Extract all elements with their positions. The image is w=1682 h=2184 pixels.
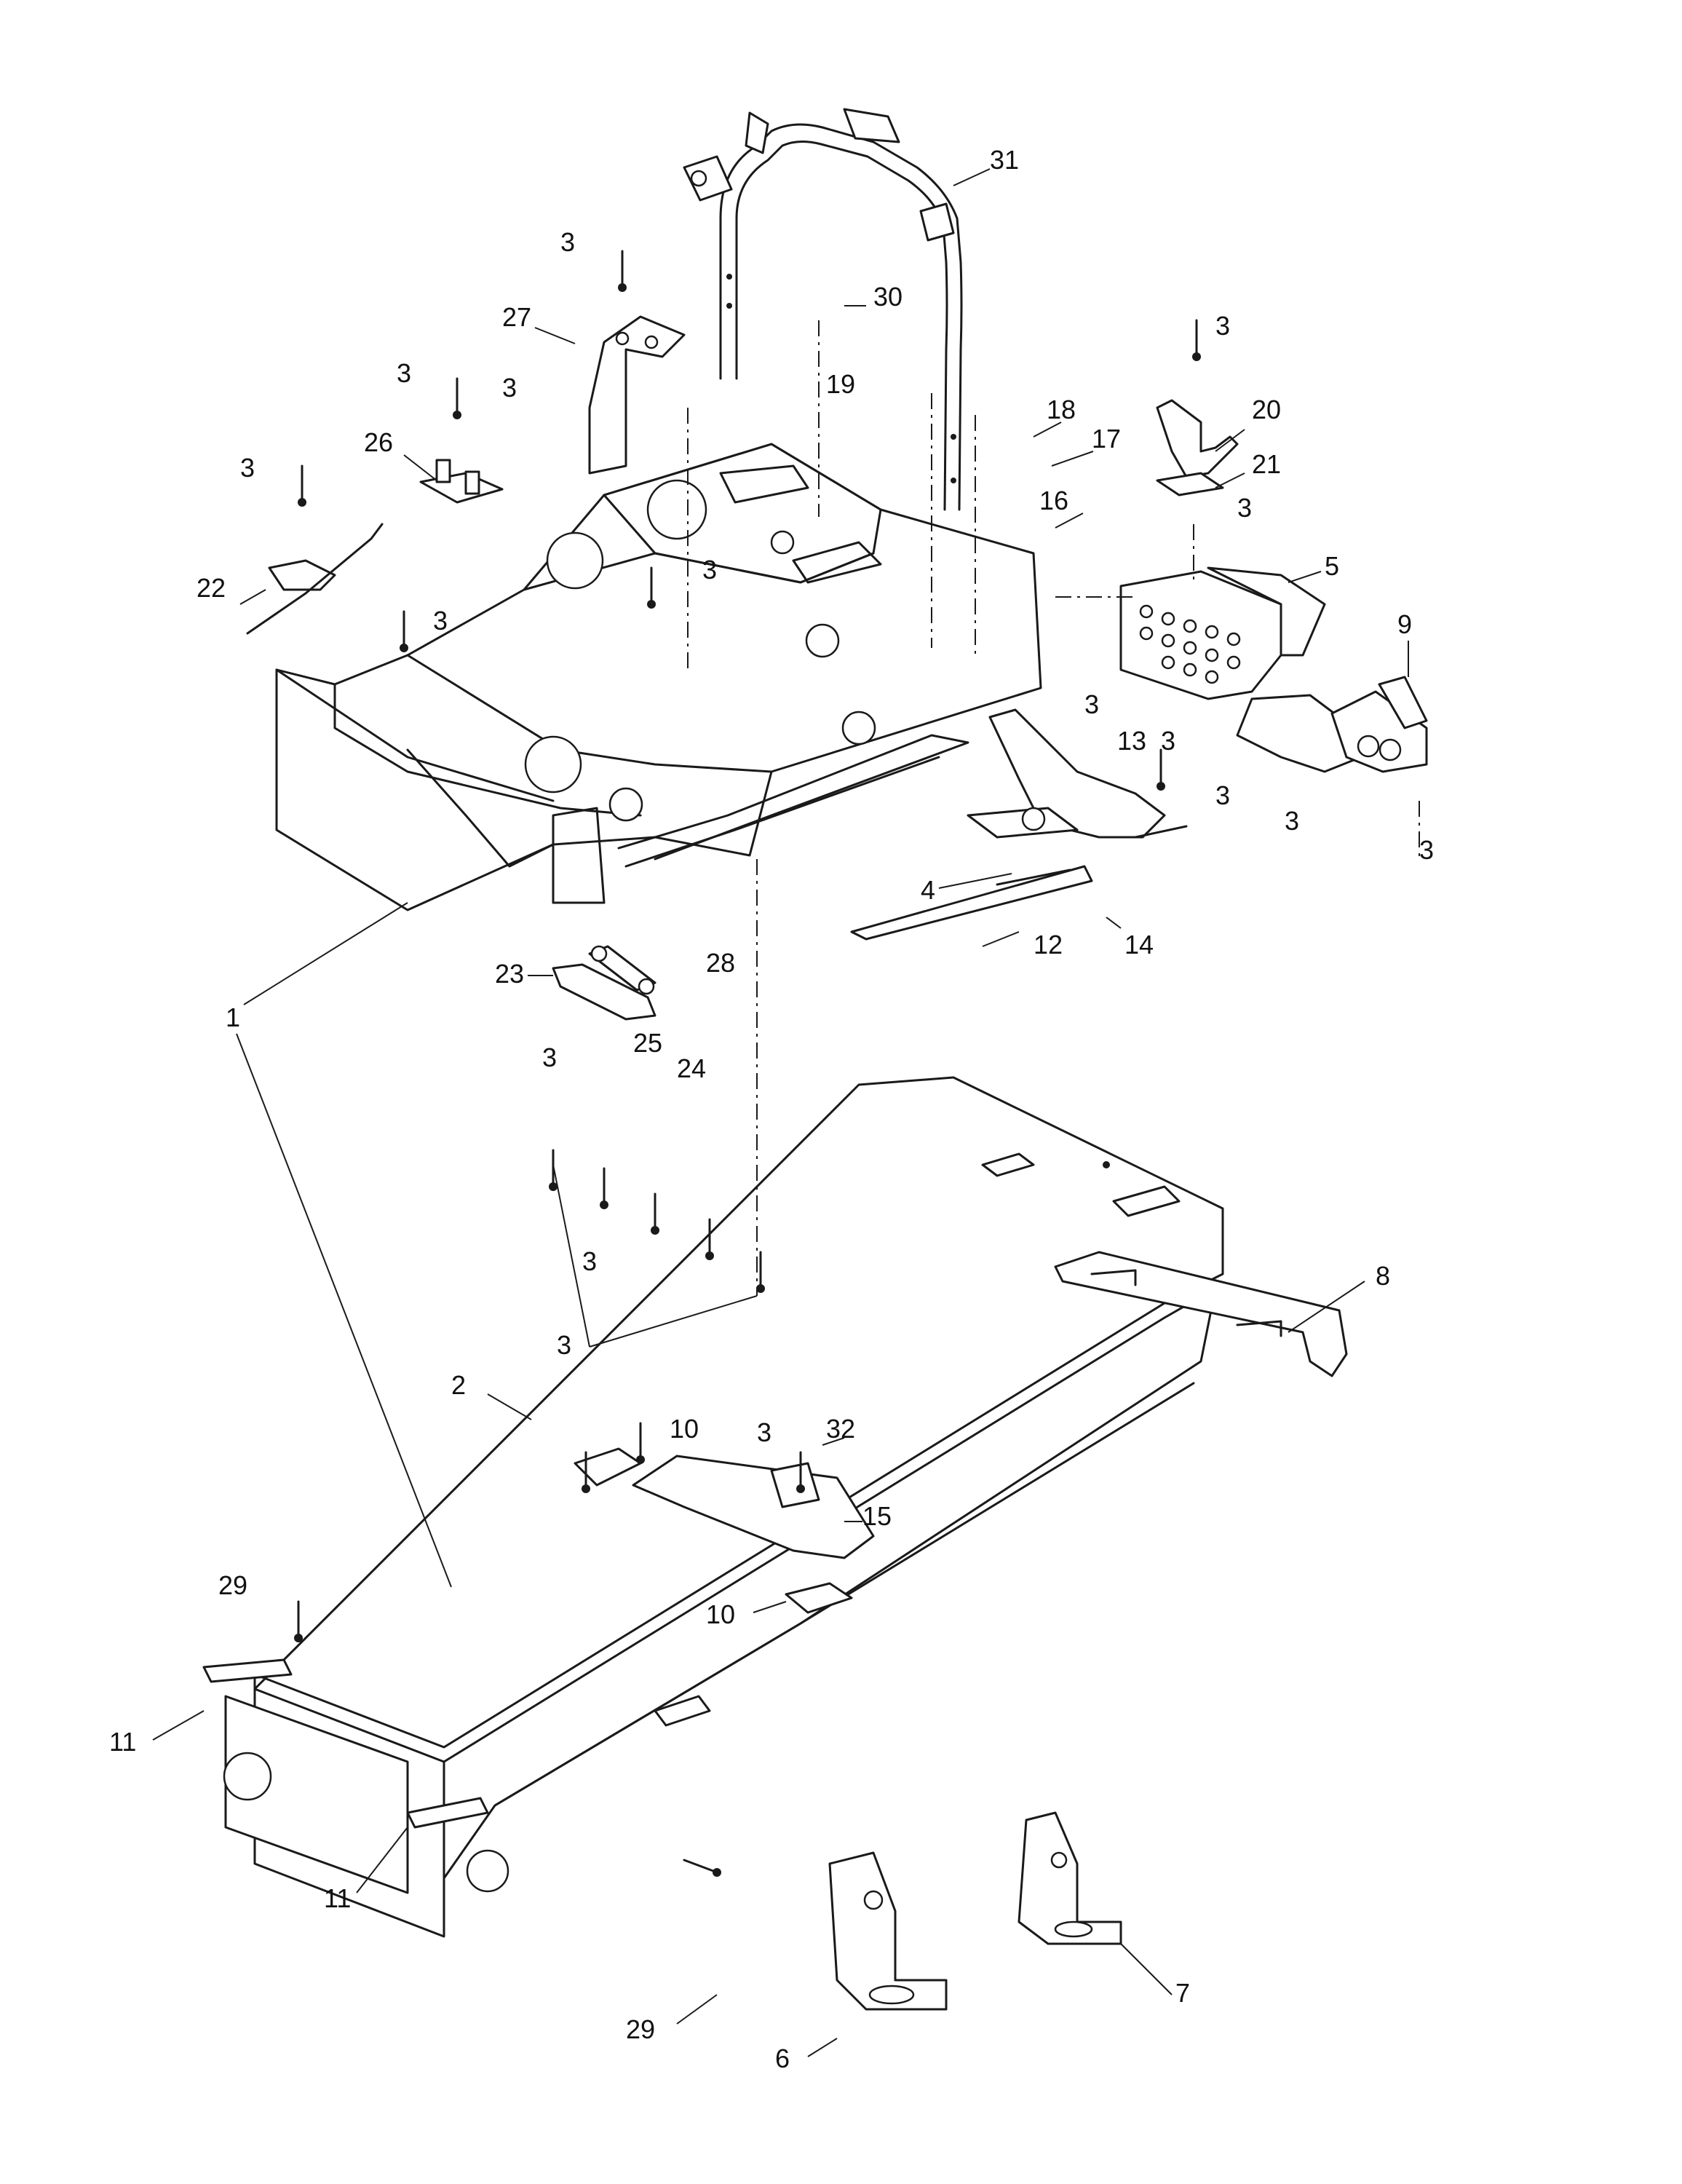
rivets-3 [294,250,1201,1877]
nose-plate-5-part [1119,566,1326,700]
callout-18: 18 [1047,395,1076,424]
callout-3g: 3 [1215,311,1230,341]
steering-loop-part [683,108,963,511]
callout-4: 4 [921,875,935,905]
callout-3e: 3 [433,606,448,636]
support-12-part [850,865,1093,941]
callout-3i: 3 [1084,689,1099,719]
clamp-22-part [246,523,384,635]
callout-29a: 29 [218,1570,247,1600]
callout-7: 7 [1175,1978,1190,2008]
callout-14: 14 [1124,930,1154,960]
callout-3d: 3 [240,453,255,483]
callout-3p: 3 [557,1330,571,1360]
bracket-15-part [632,1455,875,1559]
callout-29b: 29 [626,2014,655,2044]
callout-11a: 11 [109,1727,136,1757]
callout-19: 19 [826,369,855,399]
callout-30: 30 [873,282,903,312]
callout-23: 23 [495,959,524,989]
bracket-27-part [588,315,686,475]
bracket-20-part [1156,399,1239,478]
plate-8-part [1054,1251,1348,1377]
callout-21: 21 [1252,449,1281,479]
callout-3j: 3 [1161,726,1175,756]
callout-2: 2 [451,1370,466,1400]
rail-11a-part [202,1658,293,1683]
callout-3a: 3 [560,227,575,257]
callout-3c: 3 [502,373,517,403]
callout-1: 1 [226,1002,240,1032]
callout-32: 32 [826,1414,855,1444]
shield-9-part [1236,676,1428,773]
callout-24: 24 [677,1053,706,1083]
callout-28: 28 [706,948,735,978]
foot-bracket-6-part [828,1851,948,2011]
callout-10a: 10 [670,1414,699,1444]
callout-12: 12 [1034,930,1063,960]
assembly-lines [687,320,1420,1296]
tunnel-2-part [223,1076,1224,1938]
callout-6: 6 [775,2043,790,2073]
callout-3q: 3 [757,1417,771,1447]
callout-5: 5 [1325,551,1339,581]
callout-8: 8 [1376,1261,1390,1291]
callout-3h: 3 [1237,493,1252,523]
rail-11b-part [406,1797,489,1829]
callout-3m: 3 [1419,835,1434,865]
callout-labels: 31 30 19 18 17 16 20 21 5 9 13 4 12 14 2… [109,145,1434,2073]
callout-15: 15 [862,1501,892,1531]
callout-3o: 3 [582,1246,597,1276]
callout-9: 9 [1397,609,1412,639]
callout-17: 17 [1092,424,1121,454]
plate-26-part [419,459,504,504]
callout-27: 27 [502,302,531,332]
callout-10b: 10 [706,1599,735,1629]
callout-26: 26 [364,427,393,457]
callout-11b: 11 [324,1883,351,1913]
plate-10b-part [785,1582,853,1614]
callout-25: 25 [633,1028,662,1058]
steering-arm-part [967,708,1188,839]
callout-16: 16 [1039,486,1068,515]
callout-3b: 3 [397,358,411,388]
leader-lines [152,168,1409,2057]
callout-20: 20 [1252,395,1281,424]
plate-21-part [1156,472,1224,496]
callout-3n: 3 [542,1042,557,1072]
callout-3l: 3 [1285,806,1299,836]
callout-31: 31 [990,145,1019,175]
callout-13: 13 [1117,726,1146,756]
foot-bracket-7-part [1017,1811,1122,1945]
hinge-23-part [552,945,656,1021]
callout-22: 22 [197,573,226,603]
front-frame-part [275,443,1042,911]
callout-3k: 3 [1215,780,1230,810]
callout-3f: 3 [702,555,717,585]
